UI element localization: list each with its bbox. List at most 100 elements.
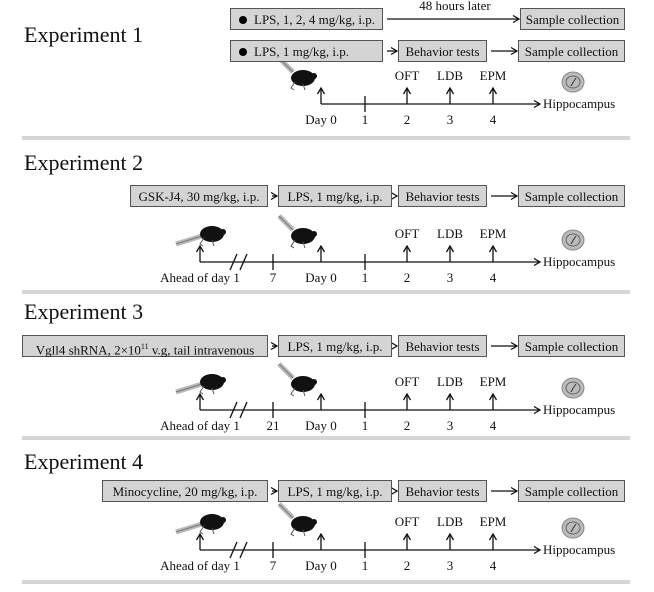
mouse-syringe-icon: [277, 502, 317, 537]
brain-hippocampus-icon: [561, 71, 585, 93]
step-text: Sample collection: [524, 339, 619, 354]
mouse-syringe-icon: [175, 226, 226, 247]
tick-label: 3: [446, 112, 454, 127]
tick-label: 4: [489, 558, 497, 573]
flow-arrow-head: [390, 341, 399, 351]
flow-arrow-head: [270, 191, 279, 201]
behavior-test-label: EPM: [479, 226, 507, 241]
tick-label: 3: [446, 418, 454, 433]
step-box: LPS, 1 mg/kg, i.p.: [278, 185, 392, 207]
section-divider: [22, 436, 630, 440]
step-text: Behavior tests: [405, 484, 480, 499]
tick-label: 2: [403, 270, 411, 285]
step-text: LPS, 1, 2, 4 mg/kg, i.p.: [254, 12, 375, 27]
section-divider: [22, 580, 630, 584]
flow-arrow-head: [510, 46, 519, 56]
tick-label: 4: [489, 112, 497, 127]
tick-arrow-head: [316, 86, 326, 95]
behavior-test-label: LDB: [437, 68, 463, 83]
tick-label: 4: [489, 418, 497, 433]
behavior-test-label: OFT: [394, 68, 420, 83]
experiment-title: Experiment 3: [24, 299, 144, 324]
flow-arrow-head: [270, 486, 279, 496]
tick-label: 2: [403, 112, 411, 127]
step-box: Vgll4 shRNA, 2×1011 v.g, tail intravenou…: [22, 335, 268, 357]
tick-arrow-head: [402, 532, 412, 541]
step-text: Sample collection: [525, 12, 620, 27]
axis-break-mark: [239, 541, 248, 559]
step-box: Sample collection: [518, 335, 625, 357]
flow-arrow-head: [390, 191, 399, 201]
start-arrow-head: [195, 392, 205, 401]
tick-label: Day 0: [305, 270, 337, 285]
axis-break-mark: [229, 541, 238, 559]
tick-arrow-head: [488, 244, 498, 253]
step-box: Sample collection: [518, 185, 625, 207]
step-box: LPS, 1 mg/kg, i.p.: [278, 335, 392, 357]
bullet-icon: [239, 48, 247, 56]
experiment-title: Experiment 1: [24, 22, 144, 47]
mouse-syringe-icon: [277, 362, 317, 397]
flow-arrow-head: [390, 46, 399, 56]
tick-label: 1: [361, 270, 369, 285]
flow-arrow-head: [510, 486, 519, 496]
behavior-test-label: EPM: [479, 68, 507, 83]
timeline-axis-head: [533, 405, 542, 415]
step-superscript: 11: [140, 342, 149, 351]
start-label: Ahead of day 1: [160, 418, 240, 433]
tick-arrow-head: [316, 532, 326, 541]
tick-arrow-head: [445, 86, 455, 95]
step-text: GSK-J4, 30 mg/kg, i.p.: [138, 189, 260, 204]
start-arrow-head: [195, 532, 205, 541]
arrow-label: 48 hours later: [419, 0, 491, 13]
endpoint-label: Hippocampus: [543, 402, 616, 417]
step-text: Sample collection: [524, 484, 619, 499]
behavior-test-label: LDB: [437, 374, 463, 389]
start-label: Ahead of day 1: [160, 558, 240, 573]
step-text: LPS, 1 mg/kg, i.p.: [287, 484, 383, 499]
tick-label: 7: [269, 558, 277, 573]
tick-arrow-head: [402, 86, 412, 95]
experiment-title: Experiment 4: [24, 449, 144, 474]
behavior-test-label: OFT: [394, 226, 420, 241]
tick-label: 1: [361, 418, 369, 433]
step-box: Sample collection: [518, 480, 625, 502]
tick-arrow-head: [445, 392, 455, 401]
timeline-axis-head: [533, 257, 542, 267]
tick-arrow-head: [488, 86, 498, 95]
step-text: Sample collection: [524, 44, 619, 59]
timeline-axis-head: [533, 99, 542, 109]
experiment-title: Experiment 2: [24, 150, 144, 175]
step-box: Behavior tests: [398, 40, 487, 62]
tick-label: 1: [361, 112, 369, 127]
endpoint-label: Hippocampus: [543, 254, 616, 269]
behavior-test-label: LDB: [437, 226, 463, 241]
tick-label: 3: [446, 270, 454, 285]
tick-arrow-head: [316, 244, 326, 253]
mouse-syringe-icon: [175, 374, 226, 395]
step-box: Sample collection: [518, 40, 625, 62]
step-text: Sample collection: [524, 189, 619, 204]
step-box: Sample collection: [520, 8, 625, 30]
flow-arrow-head: [510, 191, 519, 201]
behavior-test-label: OFT: [394, 374, 420, 389]
endpoint-label: Hippocampus: [543, 96, 616, 111]
timeline-axis-head: [533, 545, 542, 555]
tick-label: 3: [446, 558, 454, 573]
tick-label: 1: [361, 558, 369, 573]
step-box: LPS, 1 mg/kg, i.p.: [230, 40, 383, 62]
step-text-cont: v.g, tail intravenous: [148, 342, 255, 358]
axis-break-mark: [229, 253, 238, 271]
tick-arrow-head: [488, 532, 498, 541]
step-text: LPS, 1 mg/kg, i.p.: [287, 189, 383, 204]
start-arrow-head: [195, 244, 205, 253]
flow-arrow-head: [512, 14, 521, 24]
step-box: Minocycline, 20 mg/kg, i.p.: [102, 480, 268, 502]
section-divider: [22, 290, 630, 294]
tick-label: Day 0: [305, 112, 337, 127]
endpoint-label: Hippocampus: [543, 542, 616, 557]
step-text: Vgll4 shRNA, 2×10: [35, 342, 141, 358]
step-box: GSK-J4, 30 mg/kg, i.p.: [130, 185, 268, 207]
mouse-syringe-icon: [175, 514, 226, 535]
